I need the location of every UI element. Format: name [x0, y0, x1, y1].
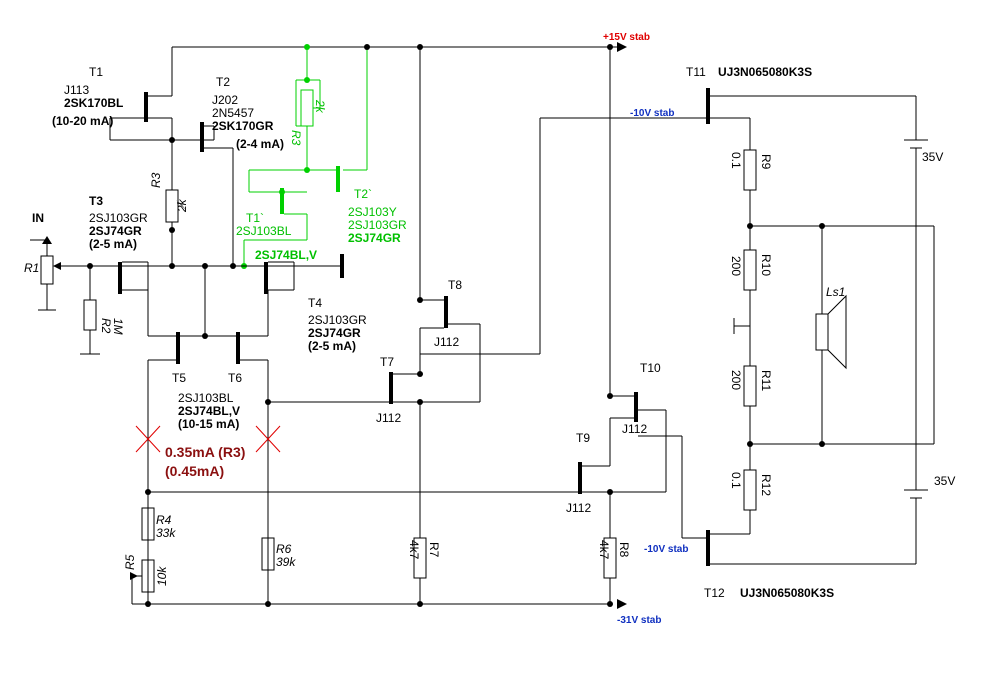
t5-name: T5 — [172, 371, 186, 385]
r12-name: R12 — [759, 474, 773, 496]
rail-neg10-top-label: -10V stab — [630, 108, 674, 119]
t3-line2: 2SJ74GR — [89, 224, 142, 238]
t1-t2-stage — [109, 87, 234, 266]
note-line2: (0.45mA) — [165, 463, 224, 479]
r3-value: 2k — [175, 198, 189, 213]
t2-line3: 2SK170GR — [212, 119, 274, 133]
t4-line3: (2-5 mA) — [308, 339, 356, 353]
r6-name: R6 — [276, 542, 292, 556]
t2-line4: (2-4 mA) — [236, 137, 284, 151]
battery-top-label: 35V — [922, 150, 943, 164]
r1-name: R1 — [24, 261, 39, 275]
r8-value: 4k7 — [597, 540, 611, 560]
positive-rail — [171, 42, 627, 396]
r11-value: 200 — [729, 370, 743, 390]
battery-bottom-label: 35V — [934, 474, 955, 488]
t56-line2: 2SJ74BL,V — [178, 404, 240, 418]
bias-resistors — [130, 507, 627, 609]
input-label: IN — [32, 211, 44, 225]
t9-name: T9 — [576, 431, 590, 445]
green-r3-value: 2k — [313, 99, 327, 114]
t7-t8-stage — [389, 47, 706, 604]
r6-value: 39k — [276, 555, 296, 569]
t7-type: J112 — [376, 411, 401, 425]
r11-name: R11 — [759, 370, 773, 391]
t11-name: T11 — [686, 65, 706, 79]
r7-value: 4k7 — [407, 540, 421, 560]
rail-pos15-label: +15V stab — [603, 32, 650, 43]
t1-name: T1 — [89, 65, 103, 79]
t6-name: T6 — [228, 371, 242, 385]
r2-name: R2 — [99, 318, 113, 334]
r1-resistor — [40, 255, 54, 285]
input-diff-pair — [118, 254, 578, 604]
red-crosses — [135, 425, 281, 453]
t56-line1: 2SJ103BL — [178, 391, 234, 405]
green-t2p-line1: 2SJ103Y — [348, 205, 397, 219]
r2-resistor — [83, 299, 97, 331]
t1-line3: (10-20 mA) — [52, 114, 113, 128]
output-stage — [706, 88, 935, 566]
green-t1p-type: 2SJ103BL — [236, 224, 292, 238]
t3-line3: (2-5 mA) — [89, 237, 137, 251]
junction-dots — [87, 44, 825, 607]
green-t2p-line3: 2SJ74GR — [348, 231, 401, 245]
note-line1: 0.35mA (R3) — [165, 444, 245, 460]
r5-name: R5 — [123, 554, 137, 570]
green-t1p-name: T1` — [246, 211, 264, 225]
green-t2p-name: T2` — [354, 187, 372, 201]
r7-name: R7 — [427, 542, 441, 558]
t10-name: T10 — [640, 361, 661, 375]
t1-line2: 2SK170BL — [64, 96, 123, 110]
t2-name: T2 — [216, 75, 230, 89]
r9-name: R9 — [759, 154, 773, 170]
green-t2p-line2: 2SJ103GR — [348, 218, 407, 232]
t1-line1: J113 — [64, 83, 89, 97]
r9-value: 0.1 — [729, 152, 743, 169]
r4-name: R4 — [156, 513, 172, 527]
green-extra: 2SJ74BL,V — [255, 248, 317, 262]
r8-name: R8 — [617, 542, 631, 558]
r3-name: R3 — [149, 172, 163, 188]
t12-name: T12 — [704, 586, 725, 600]
r2-value: 1M — [111, 318, 125, 335]
speaker-name: Ls1 — [826, 285, 845, 299]
t2-line2: 2N5457 — [212, 106, 254, 120]
t10-type: J112 — [622, 422, 647, 436]
t8-type: J112 — [434, 335, 459, 349]
t56-line3: (10-15 mA) — [178, 417, 239, 431]
r5-value: 10k — [155, 566, 169, 586]
t7-name: T7 — [380, 355, 394, 369]
t4-line2: 2SJ74GR — [308, 326, 361, 340]
green-substitute — [241, 44, 368, 269]
r4-value: 33k — [156, 526, 176, 540]
t12-type: UJ3N065080K3S — [740, 586, 834, 600]
t9-t10-stage — [578, 392, 706, 604]
t4-name: T4 — [308, 296, 322, 310]
t3-line1: 2SJ103GR — [89, 211, 148, 225]
t2-line1: J202 — [212, 93, 238, 107]
t9-type: J112 — [566, 501, 591, 515]
t3-name: T3 — [89, 194, 103, 208]
input-section — [30, 236, 120, 355]
rail-neg10-bottom-label: -10V stab — [644, 544, 688, 555]
r12-value: 0.1 — [729, 472, 743, 489]
t11-type: UJ3N065080K3S — [718, 65, 812, 79]
t8-name: T8 — [448, 278, 462, 292]
t4-line1: 2SJ103GR — [308, 313, 367, 327]
speaker-body — [815, 313, 829, 351]
r10-value: 200 — [729, 256, 743, 276]
rail-neg31-label: -31V stab — [617, 615, 661, 626]
green-r3-name: R3 — [289, 130, 303, 146]
r10-name: R10 — [759, 254, 773, 276]
